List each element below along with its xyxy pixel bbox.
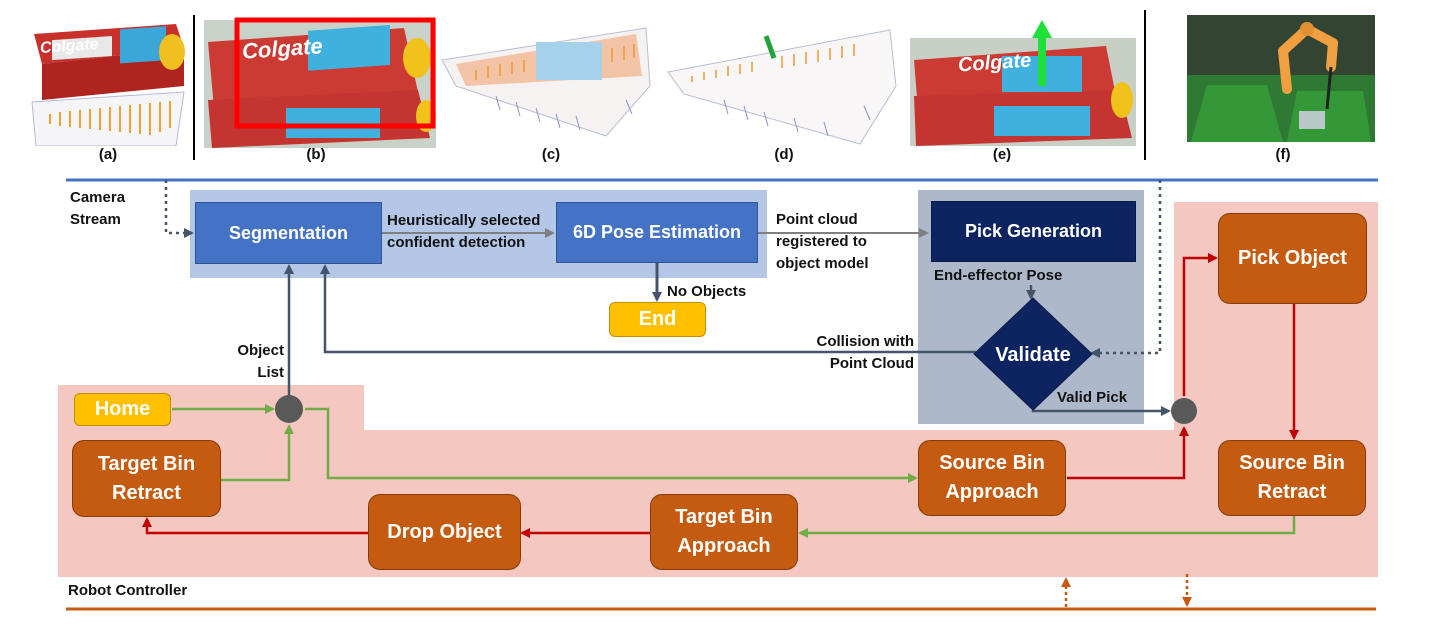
valid-pick-edge <box>1031 406 1171 416</box>
camera-stream-label: Camera Stream <box>70 189 126 228</box>
panel-c-label: (c) <box>541 146 561 163</box>
heuristic-label: Heuristically selected confident detecti… <box>387 212 541 251</box>
pose-estimation-node[interactable]: 6D Pose Estimation <box>556 202 758 263</box>
source-bin-approach-node[interactable]: Source Bin Approach <box>918 440 1066 516</box>
drop-object-node[interactable]: Drop Object <box>368 494 521 570</box>
robot-controller-label: Robot Controller <box>68 582 188 599</box>
panel-d-label: (d) <box>774 146 794 163</box>
panel-e-label: (e) <box>992 146 1012 163</box>
panel-a-image: Colgate <box>26 14 190 146</box>
panel-d-image <box>664 16 902 148</box>
panel-e-image: Colgate <box>910 20 1136 146</box>
home-node[interactable]: Home <box>74 393 171 426</box>
collision-label: Collision with Point Cloud <box>816 333 915 372</box>
panel-f-image <box>1187 15 1375 142</box>
point-cloud-label: Point cloud registered to object model <box>776 211 869 272</box>
pick-generation-node[interactable]: Pick Generation <box>931 201 1136 262</box>
junction-to-source-approach-edge <box>305 407 918 483</box>
junction-to-pick-edge <box>1182 253 1218 396</box>
panel-b-label: (b) <box>306 146 326 163</box>
source-approach-to-junction-edge <box>1067 426 1189 480</box>
target-bin-retract-node[interactable]: Target Bin Retract <box>72 440 221 517</box>
panel-a-label: (a) <box>98 146 118 163</box>
pick-object-node[interactable]: Pick Object <box>1218 213 1367 304</box>
end-effector-label: End-effector Pose <box>934 267 1063 284</box>
camera-to-segmentation-edge <box>164 180 194 238</box>
target-retract-to-junction-edge <box>221 424 294 482</box>
panel-b-image: Colgate <box>204 12 436 148</box>
no-objects-label: No Objects <box>667 283 747 300</box>
camera-to-validate-edge <box>1090 180 1162 358</box>
left-junction <box>275 395 303 423</box>
source-retract-to-target-approach-edge <box>798 516 1296 538</box>
drop-to-target-retract-edge <box>142 517 368 535</box>
segmentation-node[interactable]: Segmentation <box>195 202 382 264</box>
panel-f-label: (f) <box>1275 146 1291 163</box>
collision-edge <box>320 264 976 354</box>
right-junction <box>1171 398 1197 424</box>
source-bin-retract-node[interactable]: Source Bin Retract <box>1218 440 1366 516</box>
validate-label[interactable]: Validate <box>995 343 1071 366</box>
panel-c-image <box>436 16 658 148</box>
end-node[interactable]: End <box>609 302 706 337</box>
object-list-label: Object List <box>237 342 284 381</box>
valid-pick-label: Valid Pick <box>1057 389 1128 406</box>
target-bin-approach-node[interactable]: Target Bin Approach <box>650 494 798 570</box>
validate-diamond <box>973 297 1093 411</box>
